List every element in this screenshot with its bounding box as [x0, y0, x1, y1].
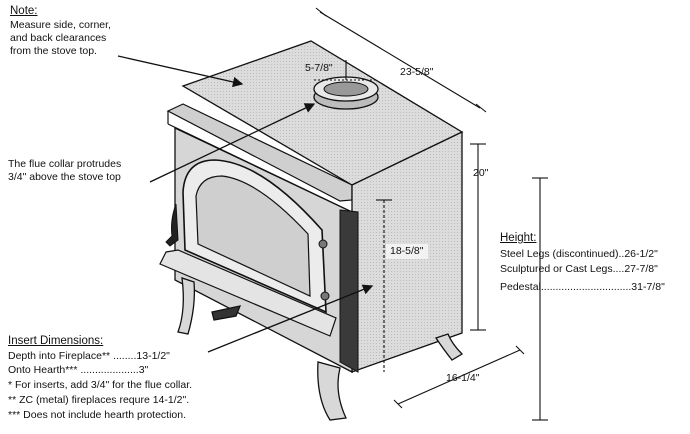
width-label: 16-1/4" [446, 372, 480, 384]
height-row: Steel Legs (discontinued)..26-1/2" [500, 248, 658, 260]
note-line: from the stove top. [10, 45, 97, 57]
height-heading: Height: [500, 232, 537, 244]
height-row: Pedestal...............................3… [500, 281, 665, 293]
body-height-label: 20" [473, 167, 489, 179]
leader-lines [117, 55, 374, 353]
insert-row: *** Does not include hearth protection. [8, 409, 187, 421]
flue-collar [313, 76, 379, 110]
ash-lip [159, 249, 337, 337]
note-line: and back clearances [10, 32, 107, 44]
note-heading: Note: [10, 5, 38, 17]
door-handle-icon [165, 203, 179, 247]
insert-heading: Insert Dimensions: [8, 335, 104, 347]
flue-note-line: The flue collar protrudes [8, 158, 122, 170]
note-line: Measure side, corner, [10, 19, 111, 31]
insert-row: Depth into Fireplace** ........13-1/2" [8, 350, 170, 362]
insert-row: ** ZC (metal) fireplaces requre 14-1/2". [8, 394, 190, 406]
flue-note-line: 3/4" above the stove top [8, 171, 121, 183]
insert-row: Onto Hearth*** ....................3" [8, 364, 149, 376]
stove-legs [177, 277, 464, 421]
insert-row: * For inserts, add 3/4" for the flue col… [8, 379, 193, 391]
depth-label: 23-5/8" [400, 66, 434, 78]
door-hinge-icon [318, 239, 328, 249]
front-height-label: 18-5/8" [386, 244, 428, 259]
door-hinge-icon [320, 291, 330, 301]
flue-diameter-label: 5-7/8" [305, 62, 333, 74]
stove-door [165, 159, 330, 314]
dimension-lines [314, 7, 548, 421]
height-row: Sculptured or Cast Legs....27-7/8" [500, 263, 658, 275]
